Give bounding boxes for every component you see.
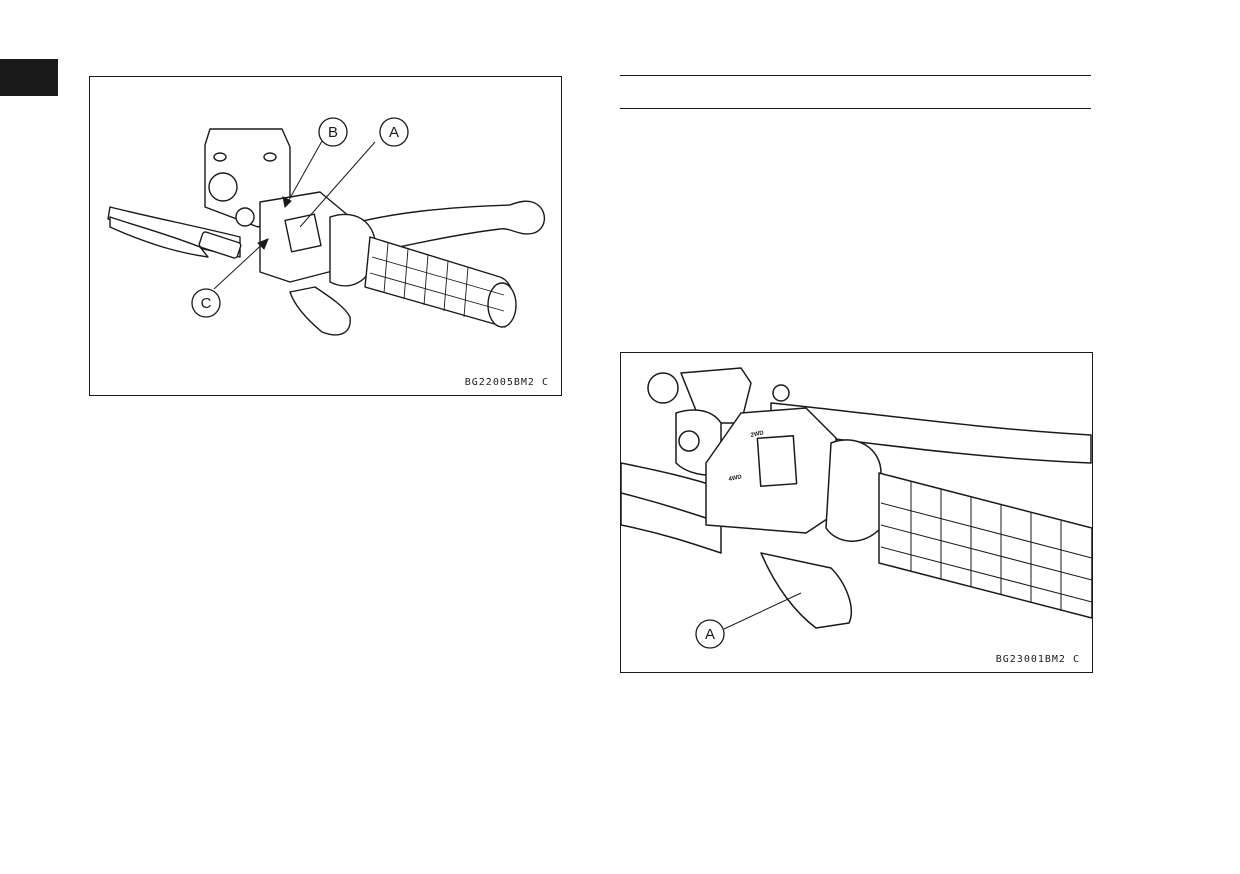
svg-text:A: A bbox=[389, 124, 399, 141]
figure-2: 2WD 4WD A BG23001BM2 C bbox=[620, 352, 1093, 673]
handgrip bbox=[878, 472, 1092, 619]
callout-a: A bbox=[379, 117, 409, 147]
figure-1-illustration: B A C bbox=[107, 117, 545, 336]
throttle-lever bbox=[760, 552, 853, 629]
header-rule-top bbox=[620, 75, 1091, 76]
callout-b: B bbox=[318, 117, 348, 147]
grip-end bbox=[487, 282, 517, 328]
leader-a bbox=[723, 592, 802, 630]
figure-2-caption: BG23001BM2 C bbox=[995, 654, 1080, 665]
marking-4wd: 4WD bbox=[728, 474, 743, 483]
section-tab bbox=[0, 59, 58, 96]
callout-c: C bbox=[191, 288, 221, 318]
grip-texture bbox=[369, 242, 505, 318]
reservoir-window bbox=[208, 172, 238, 202]
drive-select-switch bbox=[756, 435, 798, 487]
callout-a: A bbox=[695, 619, 725, 649]
marking-2wd: 2WD bbox=[750, 430, 765, 439]
leader-a bbox=[299, 141, 376, 228]
throttle-lever bbox=[289, 286, 351, 336]
arrow-c bbox=[257, 238, 269, 250]
clamp-bolt bbox=[678, 430, 700, 452]
header-rule-bottom bbox=[620, 108, 1091, 109]
mirror-mount-ring bbox=[647, 372, 679, 404]
drive-select-switch bbox=[284, 213, 322, 253]
brake-cable bbox=[109, 216, 209, 258]
leader-b bbox=[284, 140, 323, 208]
leader-c bbox=[213, 238, 269, 290]
svg-text:A: A bbox=[705, 626, 715, 643]
master-cylinder-cap-left bbox=[213, 152, 227, 162]
svg-text:C: C bbox=[201, 295, 212, 312]
figure-1: B A C BG22005BM2 C bbox=[89, 76, 562, 396]
figure-1-caption: BG22005BM2 C bbox=[464, 377, 549, 388]
grip-texture bbox=[880, 481, 1092, 611]
throttle-housing bbox=[825, 439, 882, 542]
handlebar-lower bbox=[621, 492, 722, 554]
top-bolt bbox=[772, 384, 790, 402]
hose-fitting bbox=[198, 231, 242, 259]
svg-text:B: B bbox=[328, 124, 338, 141]
clamp-bolt bbox=[235, 207, 255, 227]
arrow-b bbox=[282, 196, 292, 209]
figure-2-illustration: 2WD 4WD A bbox=[621, 367, 1092, 649]
master-cylinder-cap-right bbox=[263, 152, 277, 162]
